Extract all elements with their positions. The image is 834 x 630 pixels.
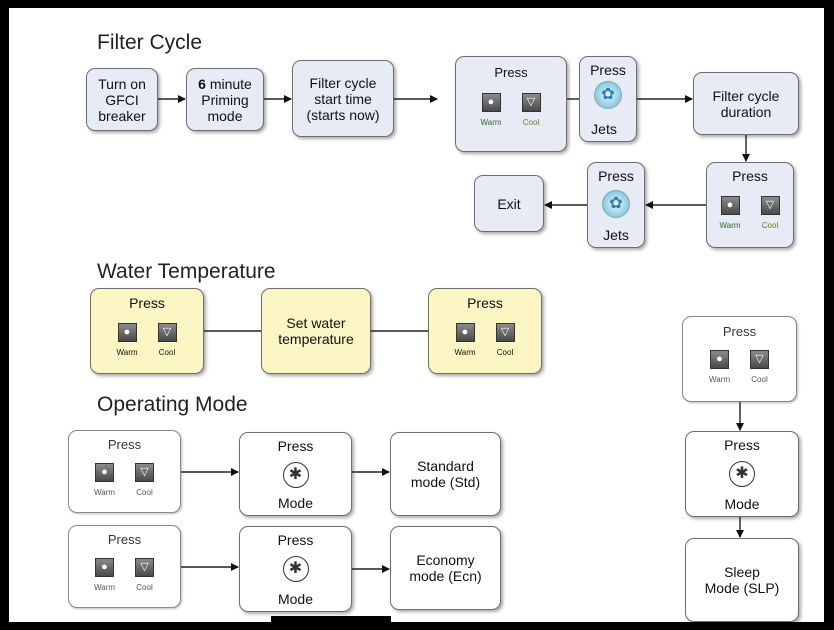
warm-label: Warm [93, 583, 116, 592]
warm-label: Warm [454, 348, 476, 357]
mode-icon: ✱ [282, 462, 309, 488]
warm-label: Warm [480, 118, 502, 127]
press-jets-box-1: Press ✿ Jets [579, 56, 637, 142]
cool-icon: ▽ [135, 463, 154, 482]
water-press-warm-cool-box-2: Press ● Warm ▽ Cool [428, 288, 542, 374]
economy-mode-box: Economy mode (Ecn) [390, 526, 501, 610]
warm-icon: ● [481, 93, 501, 112]
press-label: Press [107, 437, 142, 452]
warm-label: Warm [708, 375, 731, 384]
press-warm-cool-box-1: Press ● Warm ▽ Cool [455, 56, 567, 152]
duration-text: Filter cycle duration [712, 87, 780, 120]
priming-box: 6 minute Priming mode [186, 68, 264, 131]
cool-label: Cool [496, 348, 514, 357]
priming-minutes: 6 [198, 75, 206, 92]
exit-box: Exit [474, 175, 544, 232]
mode-icon: ✱ [282, 556, 309, 582]
press-label: Press [590, 62, 626, 78]
mode-press-warm-cool-box-2: Press ● Warm ▽ Cool [68, 525, 181, 608]
cool-icon: ▽ [135, 558, 154, 577]
cool-label: Cool [136, 488, 153, 497]
jets-icon: ✿ [594, 81, 622, 109]
mode-icon: ✱ [729, 461, 755, 487]
mode-label: Mode [277, 495, 314, 511]
press-label: Press [722, 324, 757, 339]
sleep-mode-text: Sleep Mode (SLP) [704, 564, 780, 596]
press-label: Press [467, 295, 503, 311]
standard-mode-box: Standard mode (Std) [390, 432, 501, 516]
cool-label: Cool [522, 118, 540, 127]
filter-cycle-heading: Filter Cycle [97, 31, 203, 54]
mode-label: Mode [277, 591, 314, 607]
sleep-mode-box: Sleep Mode (SLP) [685, 538, 799, 622]
bottom-edge-mark [271, 616, 391, 622]
press-label: Press [277, 438, 314, 454]
duration-box: Filter cycle duration [693, 72, 799, 135]
cool-icon: ▽ [750, 350, 769, 369]
operating-mode-heading: Operating Mode [97, 393, 248, 416]
cool-label: Cool [761, 221, 779, 230]
warm-icon: ● [95, 558, 114, 577]
warm-label: Warm [719, 221, 741, 230]
sleep-press-mode-box: Press ✱ Mode [685, 431, 799, 517]
priming-rest: minute Priming mode [201, 75, 252, 124]
warm-icon: ● [720, 196, 740, 215]
sleep-press-warm-cool-box: Press ● Warm ▽ Cool [682, 316, 797, 402]
press-label: Press [494, 65, 528, 80]
jets-icon: ✿ [602, 190, 630, 218]
warm-label: Warm [93, 488, 116, 497]
warm-icon: ● [95, 463, 114, 482]
press-mode-box-1: Press ✱ Mode [239, 432, 352, 516]
press-mode-box-2: Press ✱ Mode [239, 526, 352, 612]
set-temperature-box: Set water temperature [261, 288, 371, 374]
press-label: Press [107, 532, 142, 547]
press-label: Press [724, 437, 760, 453]
warm-icon: ● [710, 350, 729, 369]
warm-label: Warm [116, 348, 138, 357]
water-press-warm-cool-box-1: Press ● Warm ▽ Cool [90, 288, 204, 374]
set-temperature-text: Set water temperature [278, 315, 354, 347]
press-label: Press [129, 295, 165, 311]
cool-icon: ▽ [760, 196, 780, 215]
flow-arrows [158, 95, 750, 573]
warm-icon: ● [117, 323, 137, 342]
start-time-text: Filter cycle start time (starts now) [306, 74, 380, 123]
gfci-box: Turn on GFCI breaker [86, 68, 158, 131]
cool-icon: ▽ [521, 93, 541, 112]
cool-label: Cool [136, 583, 153, 592]
press-label: Press [277, 532, 314, 548]
mode-label: Mode [724, 496, 760, 512]
cool-label: Cool [158, 348, 176, 357]
jets-label: Jets [603, 227, 629, 243]
cool-icon: ▽ [157, 323, 177, 342]
standard-mode-text: Standard mode (Std) [410, 458, 481, 490]
economy-mode-text: Economy mode (Ecn) [409, 552, 482, 584]
press-jets-box-2: Press ✿ Jets [587, 162, 645, 248]
gfci-text: Turn on GFCI breaker [98, 75, 146, 124]
mode-press-warm-cool-box-1: Press ● Warm ▽ Cool [68, 430, 181, 513]
cool-label: Cool [751, 375, 768, 384]
exit-text: Exit [497, 195, 521, 212]
cool-icon: ▽ [495, 323, 515, 342]
press-warm-cool-box-2: Press ● Warm ▽ Cool [706, 162, 794, 248]
warm-icon: ● [455, 323, 475, 342]
diagram-page: Filter Cycle Water Temperature Operating… [9, 8, 824, 622]
press-label: Press [598, 168, 634, 184]
start-time-box: Filter cycle start time (starts now) [292, 60, 394, 137]
press-label: Press [732, 168, 768, 184]
water-temperature-heading: Water Temperature [97, 260, 276, 283]
jets-label: Jets [591, 121, 617, 137]
priming-text: 6 minute Priming mode [198, 76, 252, 124]
